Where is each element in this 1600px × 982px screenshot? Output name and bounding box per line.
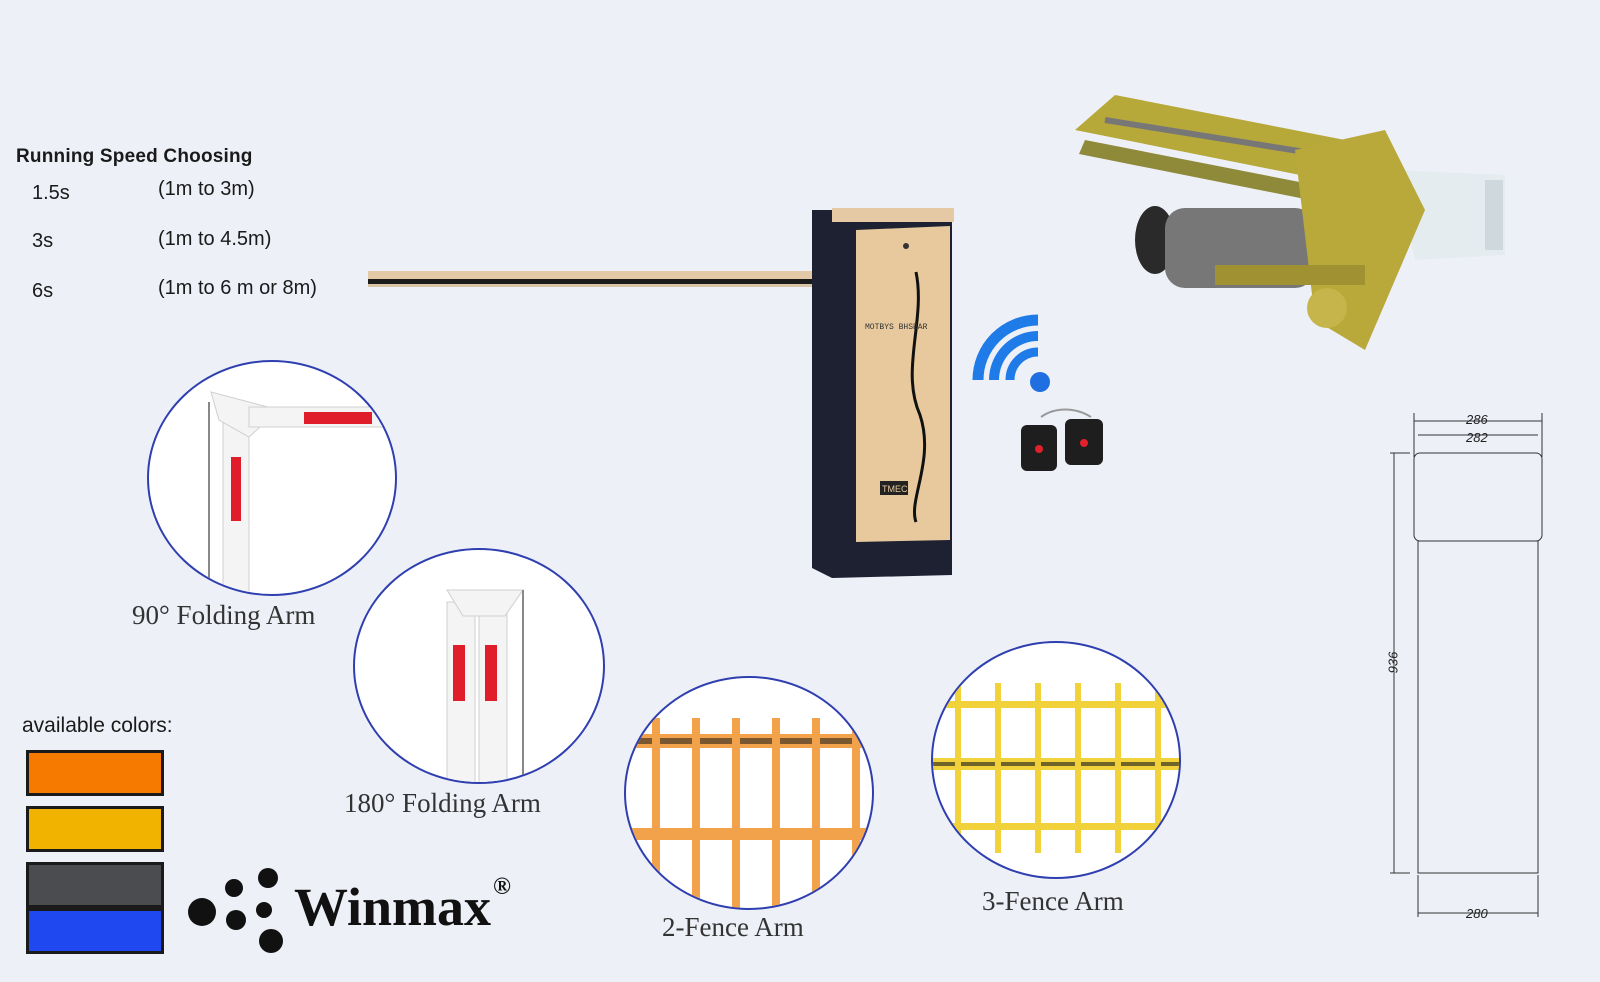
cabinet-front-panel [856, 226, 950, 542]
available-colors-label: available colors: [22, 714, 173, 737]
speed-range-3: (1m to 6 m or 8m) [158, 277, 317, 299]
winmax-logo-text: Winmax® [294, 874, 511, 938]
speed-range-2: (1m to 4.5m) [158, 228, 272, 250]
color-swatch-blue [26, 908, 164, 954]
wifi-icon [972, 314, 1050, 392]
speed-time-1: 1.5s [32, 182, 70, 204]
caption-90-folding-arm: 90° Folding Arm [132, 600, 316, 630]
folding-arm-180-image [353, 548, 605, 784]
brand-name: Winmax [294, 877, 492, 937]
caption-2-fence-arm: 2-Fence Arm [662, 912, 804, 942]
motor-mechanism-image [1075, 95, 1505, 350]
remote-control-icon [1021, 408, 1103, 471]
color-swatch-yellow [26, 806, 164, 852]
registered-mark: ® [493, 874, 511, 900]
color-swatch-orange [26, 750, 164, 796]
folding-arm-90-image [147, 360, 397, 596]
dimension-top-outer: 286 [1466, 412, 1488, 427]
caption-3-fence-arm: 3-Fence Arm [982, 886, 1124, 916]
fence-arm-2-image [624, 676, 874, 910]
caption-180-folding-arm: 180° Folding Arm [344, 788, 541, 818]
speed-time-3: 6s [32, 280, 54, 302]
dimension-bottom: 280 [1466, 906, 1488, 921]
barrier-boom-arm [368, 271, 838, 279]
cabinet-panel-label: MOTBYS BHSBAR [865, 323, 928, 332]
color-swatch-gray [26, 862, 164, 908]
dimension-top-inner: 282 [1466, 430, 1488, 445]
fence-arm-3-image [931, 641, 1181, 879]
dimension-drawing [1390, 413, 1543, 917]
barrier-gate-illustration: MOTBYS BHSBAR TMEC [368, 208, 954, 578]
dimension-height: 936 [1385, 651, 1401, 674]
winmax-logo-dots [188, 868, 283, 953]
speed-range-1: (1m to 3m) [158, 178, 255, 200]
speed-title: Running Speed Choosing [16, 146, 253, 167]
speed-time-2: 3s [32, 230, 54, 252]
cabinet-brand-tag: TMEC [882, 484, 908, 494]
